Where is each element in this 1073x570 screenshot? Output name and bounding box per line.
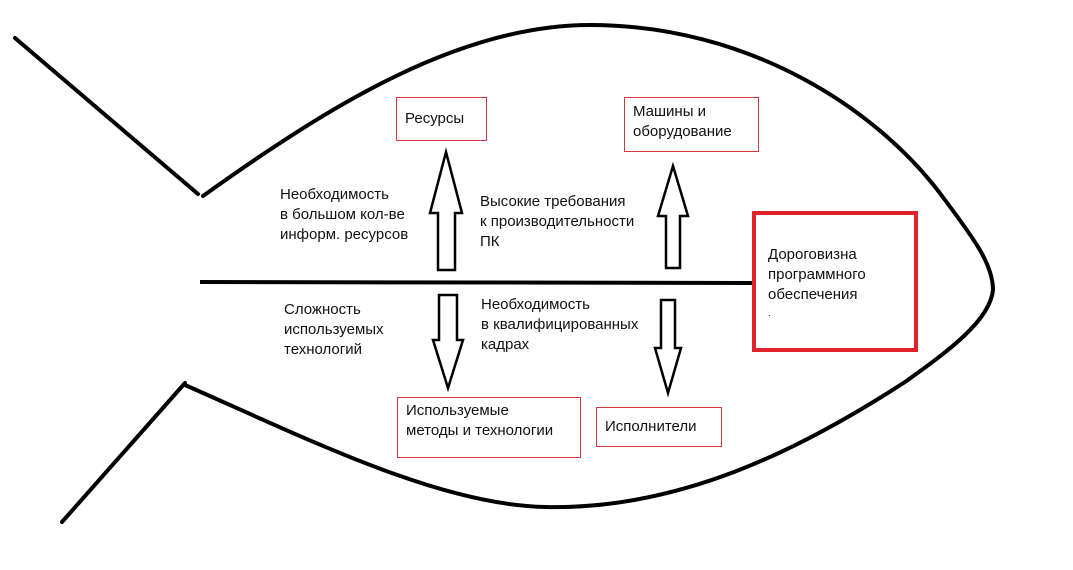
category-resources-box: Ресурсы xyxy=(396,97,487,141)
cause-machines-line3: ПК xyxy=(480,233,500,250)
cause-methods: Сложность используемых технологий xyxy=(284,300,384,360)
category-performers-label: Исполнители xyxy=(605,418,697,435)
effect-label-line3: обеспечения xyxy=(768,286,858,303)
category-methods-label-line1: Используемые xyxy=(406,402,509,419)
cause-performers-line3: кадрах xyxy=(481,336,530,353)
fish-tail-upper xyxy=(13,36,200,196)
cause-resources-line3: информ. ресурсов xyxy=(280,226,409,243)
cause-methods-line1: Сложность xyxy=(284,301,361,318)
fish-spine xyxy=(199,280,753,285)
cause-performers-line1: Необходимость xyxy=(481,296,590,313)
fish-body-lower xyxy=(183,288,995,510)
arrow-down-methods xyxy=(431,293,465,393)
effect-label-line1: Дороговизна xyxy=(768,246,857,263)
category-machines-label-line2: оборудование xyxy=(633,123,732,140)
cause-machines-line2: к производительности xyxy=(480,213,635,230)
effect-box: Дороговизна программного обеспечения . xyxy=(752,211,918,352)
arrow-down-performers xyxy=(653,298,683,398)
cause-performers: Необходимость в квалифицированных кадрах xyxy=(481,295,638,355)
effect-label-line2: программного xyxy=(768,266,866,283)
cause-resources: Необходимость в большом кол-ве информ. р… xyxy=(280,185,408,245)
category-resources-label: Ресурсы xyxy=(405,110,465,127)
cause-machines-line1: Высокие требования xyxy=(480,193,626,210)
cause-resources-line2: в большом кол-ве xyxy=(280,206,405,223)
category-performers-box: Исполнители xyxy=(596,407,722,447)
effect-dot: . xyxy=(768,308,771,319)
arrow-up-resources xyxy=(428,147,464,272)
arrow-up-machines xyxy=(656,161,690,270)
category-methods-box: Используемые методы и технологии xyxy=(397,397,581,458)
cause-methods-line3: технологий xyxy=(284,341,363,358)
category-machines-box: Машины и оборудование xyxy=(624,97,759,152)
fish-body-upper xyxy=(201,22,995,292)
cause-machines: Высокие требования к производительности … xyxy=(480,192,634,252)
category-methods-label-line2: методы и технологии xyxy=(406,422,554,439)
category-machines-label-line1: Машины и xyxy=(633,103,707,120)
cause-methods-line2: используемых xyxy=(284,321,384,338)
cause-resources-line1: Необходимость xyxy=(280,186,389,203)
cause-performers-line2: в квалифицированных xyxy=(481,316,639,333)
fish-tail-lower xyxy=(60,381,187,524)
